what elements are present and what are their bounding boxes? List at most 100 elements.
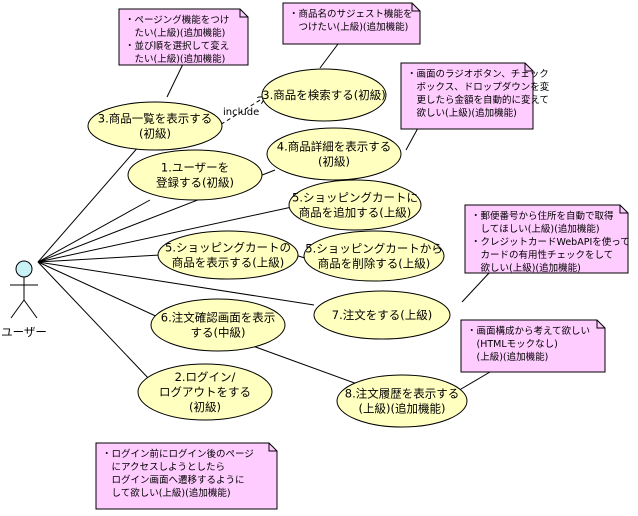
- note-mockup: ・画面構成から考えて欲しい (HTMLモックなし) (上級)(追加機能): [460, 319, 606, 373]
- actor-head: [15, 260, 33, 278]
- note-auto-price: ・画面のラジオボタン、チェック ボックス、ドロップダウンを変 更したら金額を自動…: [400, 62, 550, 130]
- usecase-ellipse: [157, 230, 299, 280]
- assoc-register: [37, 199, 151, 263]
- usecase-order-history[interactable]: 8.注文履歴を表示する(上級)(追加機能): [336, 374, 468, 428]
- assoc-product-list: [37, 144, 141, 263]
- usecase-ellipse: [303, 230, 445, 282]
- usecase-label: 2.ログイン/: [175, 370, 236, 384]
- note-line: カードの有用性チェックをして: [471, 249, 613, 261]
- use-cases: 3.商品一覧を表示する(初級)3.商品を検索する(初級)1.ユーザーを登録する(…: [87, 68, 468, 428]
- notes: ・ページング機能をつけ たい(上級)(追加機能)・並び順を選択して変え たい(上…: [95, 2, 630, 510]
- usecase-label: (初級): [139, 127, 171, 141]
- include-label: include: [223, 107, 259, 118]
- usecase-order[interactable]: 7.注文をする(上級): [313, 290, 451, 340]
- usecase-label: (初級): [318, 155, 350, 169]
- usecase-ellipse: [127, 149, 263, 201]
- note-line: たい(上級)(追加機能): [125, 27, 225, 39]
- usecase-label: 6.注文確認画面を表示: [161, 311, 275, 325]
- note-fold: [268, 443, 277, 452]
- usecase-ellipse: [313, 290, 451, 340]
- note-line: ボックス、ドロップダウンを変: [407, 81, 550, 93]
- note-box: [118, 8, 249, 66]
- note-line: たい(上級)(追加機能): [125, 53, 225, 65]
- note-line: 欲しい(上級)(追加機能): [407, 107, 517, 119]
- usecase-ellipse: [266, 127, 402, 181]
- note-line: ・クレジットカードWebAPIを使って: [471, 236, 630, 248]
- note-box: [460, 319, 606, 373]
- usecase-label: 5.ショッピングカートに: [292, 191, 418, 205]
- actor-user[interactable]: ユーザー: [1, 260, 47, 339]
- note-fold: [596, 320, 605, 329]
- note-line: ・ログイン前にログイン後のページ: [102, 448, 254, 460]
- note-line: (上級)(追加機能): [467, 351, 548, 363]
- note-line: ・郵便番号から住所を自動で取得: [471, 210, 614, 222]
- usecase-label: (初級): [189, 400, 221, 414]
- usecase-label: 商品を表示する(上級): [172, 256, 284, 270]
- assoc-cart-add: [37, 206, 293, 263]
- usecase-detail[interactable]: 4.商品詳細を表示する(初級): [266, 127, 402, 181]
- note-suggest: ・商品名のサジェスト機能を つけたい(上級)(追加機能): [282, 2, 421, 45]
- usecase-label: 1.ユーザーを: [161, 161, 229, 175]
- usecase-ellipse: [288, 179, 422, 231]
- note-box: [95, 442, 278, 510]
- usecase-ellipse: [137, 363, 273, 421]
- note-line: して欲しい(上級)(追加機能): [102, 487, 231, 499]
- usecase-label: 7.注文をする(上級): [332, 308, 432, 322]
- note-line: ・商品名のサジェスト機能を: [289, 8, 413, 20]
- usecase-label: 3.商品一覧を表示する: [98, 112, 212, 126]
- usecase-label: する(中級): [191, 326, 246, 340]
- usecase-product-list[interactable]: 3.商品一覧を表示する(初級): [87, 101, 223, 151]
- usecase-label: 3.商品を検索する(初級): [262, 88, 385, 102]
- actor-label: ユーザー: [1, 325, 47, 339]
- usecase-ellipse: [87, 101, 223, 151]
- assoc-order: [37, 261, 315, 306]
- note-line: ・ページング機能をつけ: [125, 14, 229, 26]
- note-address: ・郵便番号から住所を自動で取得 してほしい(上級)(追加機能)・クレジットカード…: [464, 204, 630, 274]
- note-line: ・画面構成から考えて欲しい: [467, 325, 590, 337]
- usecase-search[interactable]: 3.商品を検索する(初級): [261, 68, 387, 122]
- note-paging: ・ページング機能をつけ たい(上級)(追加機能)・並び順を選択して変え たい(上…: [118, 8, 249, 66]
- note-line: つけたい(上級)(追加機能): [289, 21, 408, 33]
- note-fold: [239, 9, 248, 18]
- note-box: [400, 62, 534, 130]
- link-confirm-history: [249, 344, 361, 386]
- usecase-label: 登録する(初級): [156, 176, 234, 190]
- note-line: 更したら金額を自動的に変えて: [407, 94, 549, 106]
- connector-auto-price: [405, 127, 419, 151]
- note-box: [464, 204, 629, 274]
- connector-paging: [166, 63, 184, 98]
- usecase-label: (上級)(追加機能): [359, 402, 446, 416]
- usecase-label: ログアウトをする: [159, 385, 251, 399]
- note-line: ・画面のラジオボタン、チェック: [407, 69, 549, 80]
- note-line: (HTMLモックなし): [467, 339, 558, 350]
- usecase-label: 8.注文履歴を表示する: [345, 387, 459, 401]
- include-arrow: [214, 97, 265, 129]
- note-redirect: ・ログイン前にログイン後のページ にアクセスしようとしたら ログイン画面へ遷移す…: [95, 442, 278, 510]
- note-fold: [619, 205, 628, 214]
- connector-address: [461, 271, 491, 303]
- assoc-cart-view: [37, 254, 161, 263]
- note-line: 欲しい(上級)(追加機能): [471, 262, 581, 274]
- usecase-label: 5.ショッピングカートの: [165, 241, 291, 255]
- note-line: ログイン画面へ遷移するように: [102, 474, 245, 486]
- connector-suggest: [319, 43, 339, 69]
- note-box: [282, 2, 421, 45]
- usecase-label: 4.商品詳細を表示する: [277, 140, 391, 154]
- association-lines: [37, 144, 315, 381]
- usecase-label: 5.ショッピングカートから: [305, 242, 442, 256]
- note-line: してほしい(上級)(追加機能): [471, 223, 600, 235]
- usecase-login[interactable]: 2.ログイン/ログアウトをする(初級): [137, 363, 273, 421]
- assoc-login: [37, 261, 151, 381]
- usecase-ellipse: [336, 374, 468, 428]
- note-fold: [411, 3, 420, 12]
- usecase-ellipse: [261, 68, 387, 122]
- note-line: ・並び順を選択して変え: [125, 40, 229, 52]
- usecase-label: 商品を削除する(上級): [318, 257, 430, 271]
